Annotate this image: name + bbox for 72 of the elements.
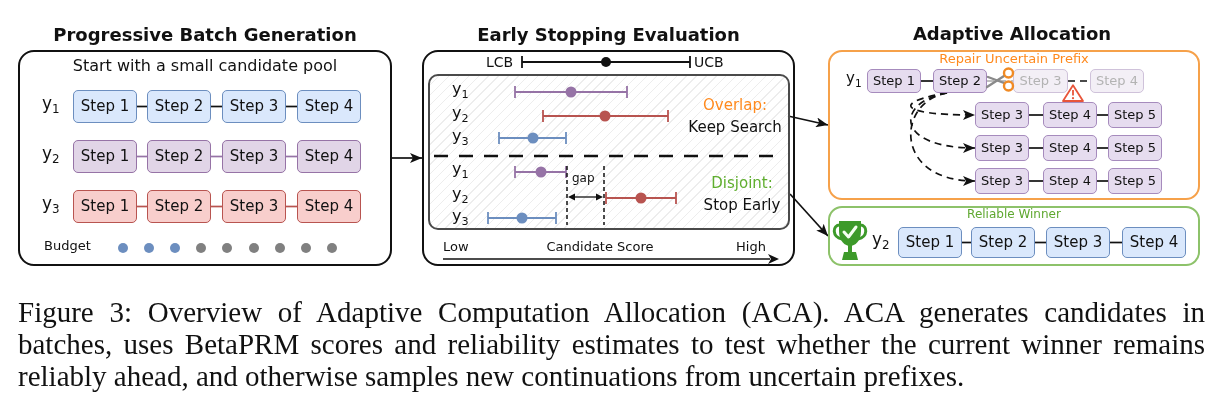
step-box: Step 2: [147, 90, 211, 123]
sequence-label: y$_{1}$: [42, 94, 60, 118]
frame-title: Reliable Winner: [967, 208, 1061, 222]
step-box: Step 2: [933, 69, 987, 93]
step-box: Step 4: [1122, 227, 1186, 258]
frame-title: Repair Uncertain Prefix: [939, 52, 1089, 67]
hatched-panel: [428, 74, 790, 230]
step-box: Step 3: [975, 168, 1029, 194]
gap-label: gap: [572, 172, 595, 186]
step-box: Step 4: [1043, 135, 1097, 161]
connector-line: [920, 80, 934, 82]
sequence-label: y$_{2}$: [452, 104, 469, 127]
panel-frame: [828, 206, 1200, 266]
arrow: [391, 153, 423, 163]
step-box: Step 3: [1013, 69, 1068, 93]
step-box: Step 1: [73, 190, 137, 223]
step-box: Step 4: [297, 140, 361, 173]
connector-line: [1096, 114, 1109, 116]
dashed-arrow: [910, 92, 976, 185]
step-box: Step 1: [73, 90, 137, 123]
sequence-label: y$_{3}$: [42, 194, 60, 218]
panel-title: Adaptive Allocation: [912, 24, 1112, 45]
sequence-label: y$_{1}$: [452, 80, 469, 103]
outcome-label: Overlap: Keep Search: [682, 92, 788, 140]
connector-line: [1028, 147, 1044, 149]
step-box: Step 1: [898, 227, 962, 258]
panel-frame: [828, 50, 1200, 200]
axis-label: High: [736, 240, 766, 255]
step-box: Step 3: [975, 102, 1029, 128]
step-box: Step 1: [867, 69, 921, 93]
step-box: Step 4: [1090, 69, 1144, 93]
figure-caption: Figure 3: Overview of Adaptive Computation Allocation (ACA). ACA generates candidates in batches, uses BetaPRM scores and reliability estimates to test whether the current winner remains reliably ahead, and otherwise samples new continuations from uncertain prefixes.: [18, 296, 1205, 392]
dashed-arrow: [910, 92, 976, 120]
sequence-label: y$_{1}$: [452, 160, 469, 183]
sequence-label: y$_{2}$: [452, 185, 469, 208]
step-box: Step 4: [1043, 102, 1097, 128]
step-box: Step 4: [1043, 168, 1097, 194]
dashed-arrow: [910, 92, 976, 153]
axis-title: Candidate Score: [546, 240, 654, 255]
connector-line: [1096, 180, 1109, 182]
bound-label: LCB: [486, 54, 514, 71]
step-box: Step 3: [222, 90, 286, 123]
step-box: Step 3: [222, 140, 286, 173]
panel-title: Progressive Batch Generation: [53, 24, 357, 46]
panel-subtitle: Start with a small candidate pool: [72, 56, 338, 76]
step-box: Step 2: [971, 227, 1035, 258]
step-box: Step 5: [1108, 102, 1162, 128]
step-box: Step 3: [222, 190, 286, 223]
bound-label: UCB: [694, 54, 724, 71]
step-box: Step 5: [1108, 135, 1162, 161]
connector-line: [1028, 114, 1044, 116]
sequence-label: y$_{3}$: [452, 127, 469, 150]
connector-line: [1096, 147, 1109, 149]
axis-label: Low: [443, 240, 469, 255]
step-box: Step 3: [1046, 227, 1110, 258]
outcome-label: Disjoint: Stop Early: [694, 170, 790, 218]
panel-title: Early Stopping Evaluation: [477, 24, 740, 46]
sequence-label: y$_{2}$: [872, 230, 890, 254]
budget-label: Budget: [44, 239, 91, 254]
step-box: Step 1: [73, 140, 137, 173]
step-box: Step 4: [297, 190, 361, 223]
step-box: Step 2: [147, 190, 211, 223]
dashed-line: [986, 80, 1014, 82]
connector-line: [1028, 180, 1044, 182]
step-box: Step 4: [297, 90, 361, 123]
step-box: Step 2: [147, 140, 211, 173]
step-box: Step 3: [975, 135, 1029, 161]
sequence-label: y$_{2}$: [42, 144, 60, 168]
sequence-label: y$_{1}$: [846, 70, 862, 90]
arrow: [789, 193, 829, 237]
step-box: Step 5: [1108, 168, 1162, 194]
sequence-label: y$_{3}$: [452, 207, 469, 230]
